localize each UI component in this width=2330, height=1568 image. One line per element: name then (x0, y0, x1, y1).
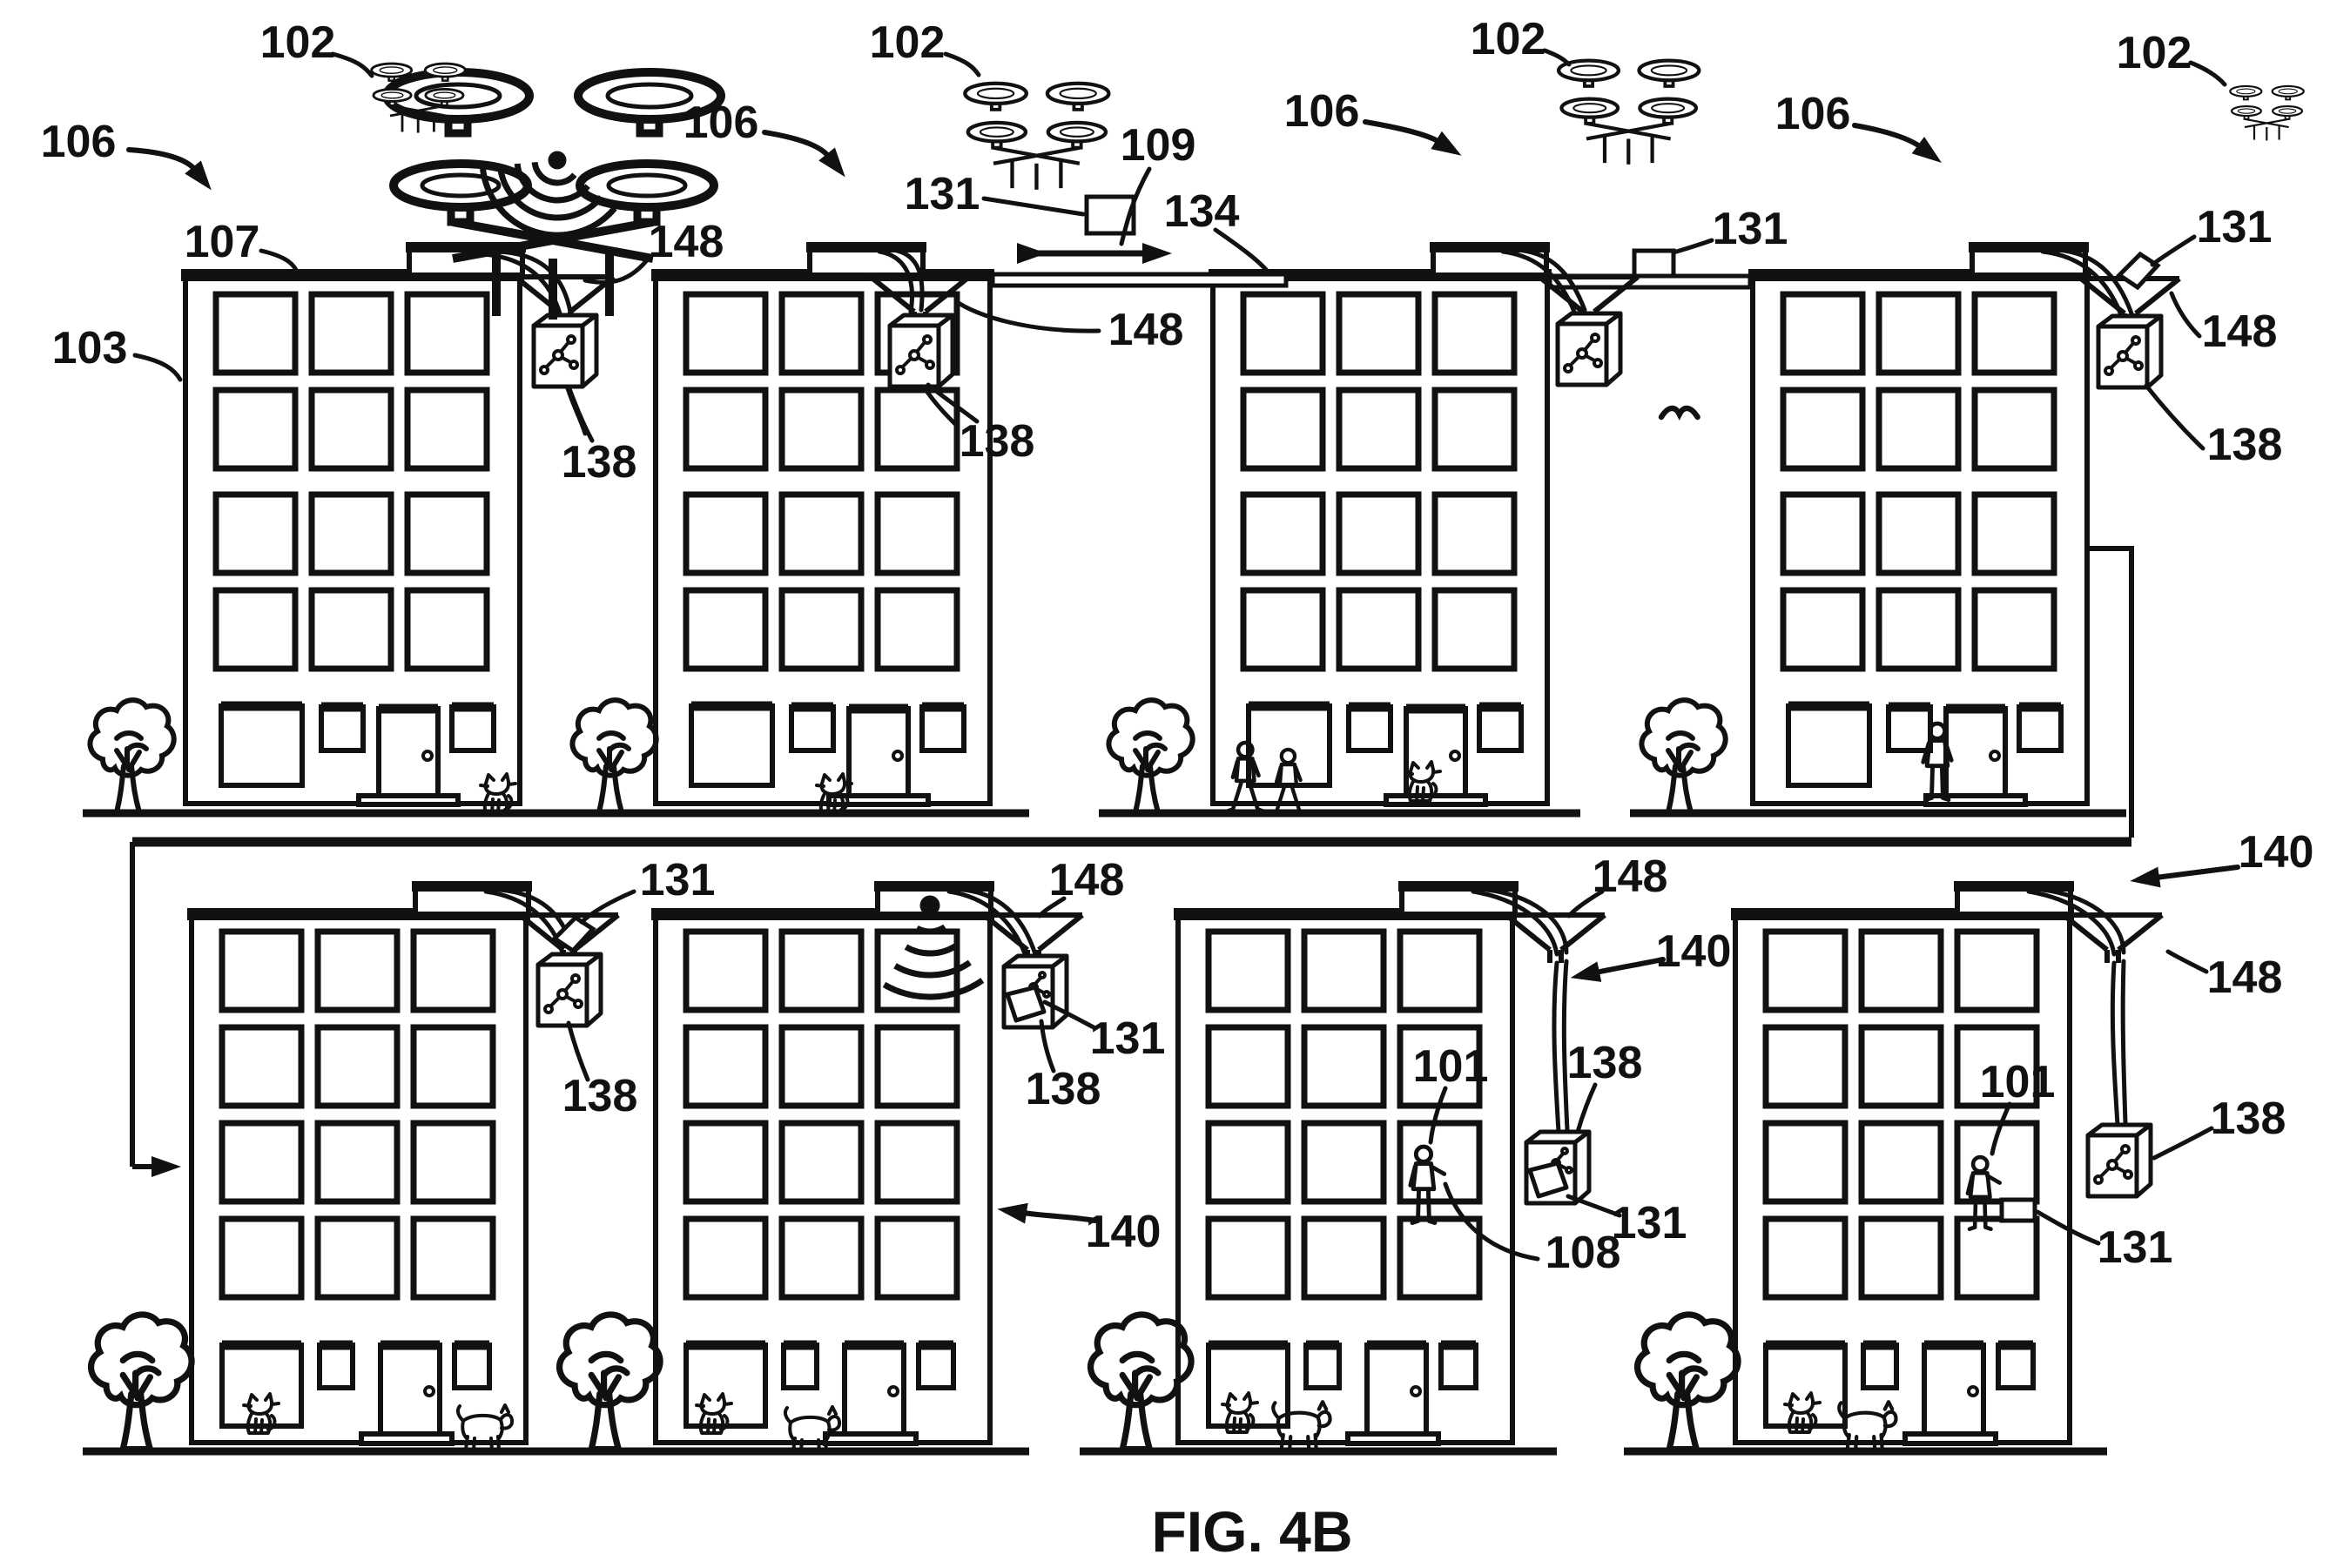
package-box-icon (2088, 1125, 2151, 1196)
package-box-open-icon (1526, 1132, 1589, 1203)
wifi-signal-icon (882, 895, 985, 1000)
callout-101: 101 (1980, 1057, 2056, 1107)
callout-148: 148 (2207, 952, 2283, 1003)
package-box-icon (2098, 316, 2161, 387)
callout-148: 148 (649, 217, 724, 267)
drone-icon (2229, 84, 2305, 142)
drone-rail-134 (990, 272, 1289, 288)
tree-icon (90, 700, 173, 812)
package-box-icon (534, 315, 596, 387)
callout-102: 102 (260, 17, 336, 68)
callout-138: 138 (562, 437, 637, 488)
chute-assemblies-row2 (483, 887, 2162, 1203)
callout-148: 148 (1108, 305, 1184, 355)
building-1 (181, 275, 524, 804)
building-8 (1731, 914, 2074, 1444)
callout-106: 106 (41, 117, 117, 167)
tree-icon (1641, 700, 1725, 812)
callout-131: 131 (2197, 202, 2273, 252)
callout-131: 131 (905, 169, 980, 219)
callout-102: 102 (2117, 28, 2192, 78)
callout-102: 102 (870, 17, 946, 68)
callout-138: 138 (562, 1071, 638, 1121)
tree-icon (1638, 1315, 1739, 1450)
tree-icon (572, 700, 656, 812)
callout-131: 131 (2098, 1222, 2173, 1273)
callout-148: 148 (2202, 306, 2278, 357)
wifi-signal-icon (479, 151, 617, 239)
building-7 (1174, 914, 1517, 1444)
rail-sensor-box-131 (1632, 248, 1676, 279)
callout-138: 138 (2211, 1094, 2286, 1144)
callout-140: 140 (1086, 1207, 1162, 1257)
figure-caption: FIG. 4B (1151, 1499, 1352, 1564)
callout-102: 102 (1471, 14, 1546, 64)
callout-101: 101 (1413, 1041, 1489, 1092)
callout-106: 106 (684, 98, 759, 148)
package-box-icon (890, 315, 953, 387)
callout-138: 138 (2207, 420, 2283, 470)
callout-134: 134 (1164, 186, 1240, 237)
window-device-131 (1999, 1197, 2037, 1223)
callout-109: 109 (1121, 120, 1196, 171)
callout-138: 138 (1026, 1064, 1101, 1114)
callout-107: 107 (185, 217, 260, 267)
callout-108: 108 (1545, 1228, 1621, 1278)
tree-icon (1108, 700, 1192, 812)
package-box-icon (538, 954, 601, 1026)
callout-131: 131 (1713, 204, 1788, 254)
callout-106: 106 (1284, 86, 1360, 137)
drone-icon (1559, 61, 1699, 165)
callout-140: 140 (2239, 827, 2314, 878)
building-5 (187, 914, 530, 1444)
callout-103: 103 (52, 323, 128, 373)
chute-flap-131 (551, 914, 596, 954)
callout-131: 131 (1090, 1013, 1166, 1064)
tree-icon (91, 1315, 192, 1450)
building-3 (1209, 275, 1552, 804)
callout-106: 106 (1775, 89, 1851, 139)
drone-icon (965, 84, 1108, 190)
drone-package-131 (1084, 194, 1136, 236)
callout-numbers: 106 102 107 103 148 138 106 102 131 109 … (41, 14, 2314, 1278)
callout-131: 131 (640, 855, 716, 905)
callout-140: 140 (1656, 926, 1732, 977)
bird-icon (1661, 408, 1698, 417)
package-box-icon (1558, 313, 1620, 385)
tree-icon (560, 1315, 661, 1450)
delivery-route-line-140 (130, 546, 2134, 1177)
callout-138: 138 (960, 416, 1035, 467)
callout-148: 148 (1049, 855, 1125, 905)
chute-flap-131 (2116, 251, 2161, 291)
package-box-open-icon (1004, 956, 1067, 1027)
callout-leaders (126, 48, 2240, 1262)
callout-131: 131 (1612, 1198, 1687, 1248)
callout-138: 138 (1567, 1038, 1643, 1088)
callout-148: 148 (1593, 851, 1668, 902)
building-4 (1748, 275, 2091, 804)
